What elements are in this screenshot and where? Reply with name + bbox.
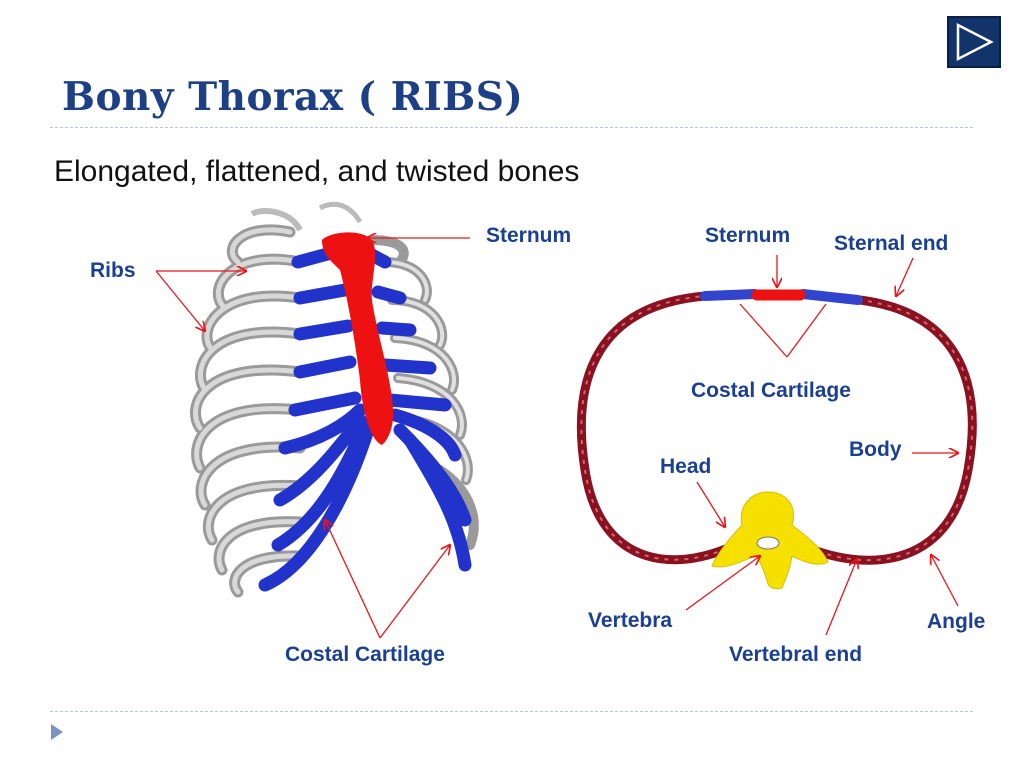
pointer-cartilage-a [325, 520, 381, 639]
triangle-bullet-icon [51, 724, 63, 740]
pointer-head [696, 481, 725, 527]
label-sternum-right: Sternum [705, 224, 790, 247]
pointer-cartilage-right-b [786, 303, 827, 358]
pointer-vertebral-end [825, 559, 857, 636]
next-slide-button[interactable] [947, 16, 1001, 68]
label-costal-cartilage-right: Costal Cartilage [691, 379, 851, 402]
label-ribs: Ribs [90, 259, 136, 282]
label-vertebral-end: Vertebral end [729, 643, 862, 666]
label-vertebra: Vertebra [588, 609, 672, 632]
footer-divider [50, 711, 973, 712]
title-divider [50, 127, 973, 128]
label-sternum-left: Sternum [486, 224, 571, 247]
pointer-ribs-lower [155, 270, 205, 331]
label-costal-cartilage-left: Costal Cartilage [285, 643, 445, 666]
label-body: Body [849, 438, 902, 461]
slide-subtitle: Elongated, flattened, and twisted bones [54, 155, 580, 188]
rib-cage-illustration [190, 201, 479, 598]
pointer-cartilage-right-a [739, 303, 788, 358]
label-angle: Angle [927, 610, 985, 633]
pointer-vertebra [685, 556, 760, 611]
label-sternal-end: Sternal end [834, 232, 948, 255]
slide-title: Bony Thorax ( RIBS) [62, 74, 524, 120]
pointer-sternal-end [896, 257, 914, 296]
label-head: Head [660, 455, 711, 478]
rib-cross-section [576, 289, 977, 590]
play-triangle-icon [956, 22, 994, 62]
pointer-cartilage-b [379, 545, 450, 639]
pointer-angle [931, 555, 959, 607]
